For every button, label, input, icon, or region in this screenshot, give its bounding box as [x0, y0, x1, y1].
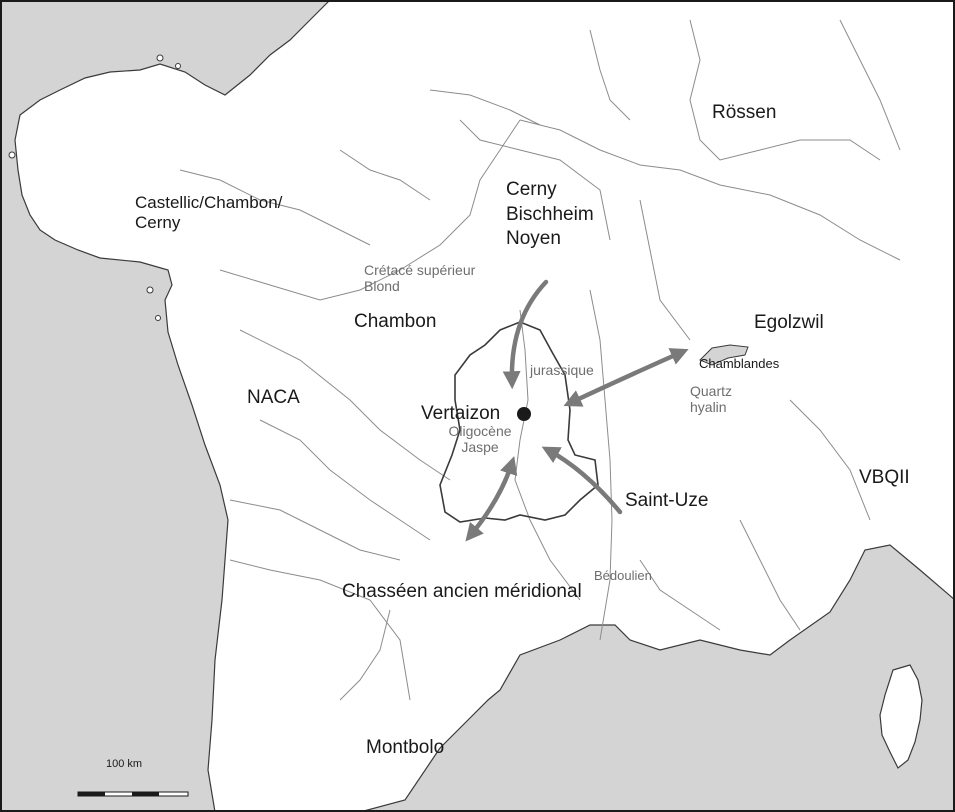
- label-chasseen: Chasséen ancien méridional: [342, 581, 582, 602]
- label-rossen: Rössen: [712, 102, 777, 123]
- island: [146, 286, 154, 294]
- corsica-island: [879, 664, 923, 769]
- site-vertaizon-marker: [517, 407, 531, 421]
- label-egolzwil: Egolzwil: [754, 312, 824, 333]
- label-cretace-group: Crétacé supérieur Blond: [364, 262, 475, 294]
- arrow-north-to-vertaizon: [502, 279, 549, 390]
- label-bischheim: Bischheim: [506, 203, 594, 225]
- label-site-vertaizon: Vertaizon: [421, 403, 501, 424]
- land-mass: [14, 0, 955, 812]
- scale-bar-graphic: [77, 791, 189, 797]
- label-noyen: Noyen: [506, 228, 561, 250]
- label-jaspe: Jaspe: [461, 439, 499, 456]
- label-quartz-group: Quartz hyalin: [690, 383, 732, 415]
- label-oligocene: Oligocène: [448, 423, 512, 439]
- arrow-chamblandes-exchange: [563, 348, 689, 407]
- movement-arrows: [465, 279, 689, 542]
- island: [8, 151, 16, 159]
- label-bedoulien: Bédoulien: [594, 568, 652, 583]
- label-hyalin: hyalin: [690, 399, 727, 416]
- label-cretace: Crétacé supérieur: [364, 262, 476, 278]
- lake-geneva: [699, 344, 749, 366]
- island: [175, 63, 181, 69]
- label-naca: NACA: [247, 387, 300, 408]
- label-chamblandes: Chamblandes: [699, 356, 780, 371]
- label-jurassique: jurassique: [530, 362, 594, 378]
- label-montbolo: Montbolo: [366, 737, 445, 758]
- label-chambon: Chambon: [354, 311, 437, 332]
- rivers: [179, 19, 901, 701]
- label-oligocene-group: Oligocène Jaspe: [446, 423, 514, 455]
- island: [155, 315, 161, 321]
- label-cerny-group: Cerny Bischheim Noyen: [506, 178, 594, 252]
- label-blond: Blond: [364, 278, 400, 295]
- arrow-chasseen-exchange: [465, 456, 518, 542]
- label-castellic-group: Castellic/Chambon/ Cerny: [135, 193, 282, 232]
- label-castellic: Castellic/Chambon/: [135, 193, 283, 212]
- label-saint-uze: Saint-Uze: [625, 490, 709, 511]
- island: [156, 54, 164, 62]
- label-castellic-cerny: Cerny: [135, 212, 181, 232]
- scale-bar-label: 100 km: [106, 758, 143, 770]
- arrow-saint-uze-to-vertaizon: [541, 446, 623, 515]
- label-vbqii: VBQII: [859, 467, 910, 488]
- label-cerny: Cerny: [506, 179, 557, 200]
- label-quartz: Quartz: [690, 383, 733, 399]
